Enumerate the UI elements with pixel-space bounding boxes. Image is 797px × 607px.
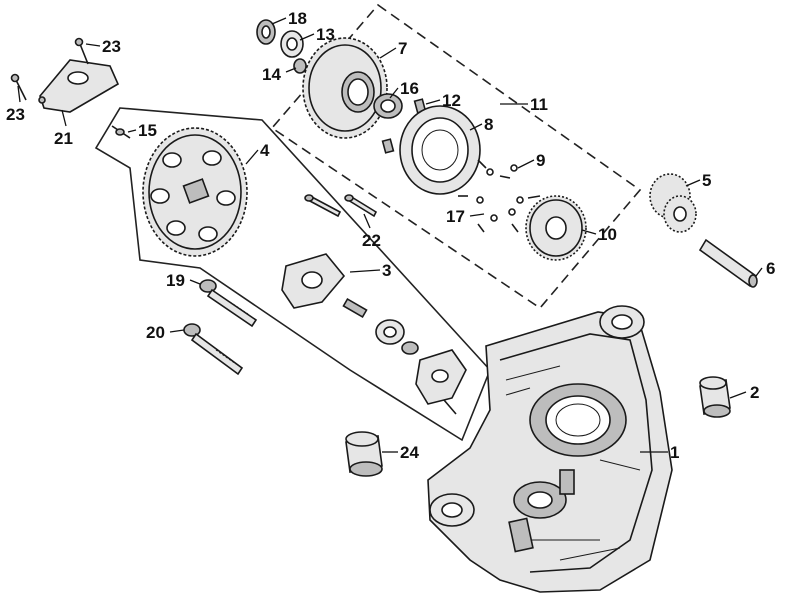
idle-gear-part-5 [649, 173, 697, 233]
callout-23-lower: 23 [6, 105, 25, 124]
callout-17: 17 [446, 207, 465, 226]
callout-2: 2 [750, 383, 759, 402]
callout-1: 1 [670, 443, 679, 462]
crankcase-part [427, 305, 673, 593]
oil-pump-drive-gear-part [142, 127, 248, 257]
callout-3: 3 [382, 261, 391, 280]
screw-part-23-upper [74, 37, 89, 65]
callout-labels: 1 2 3 4 5 6 7 8 9 10 11 12 13 14 15 16 1… [6, 9, 775, 462]
callout-11: 11 [530, 95, 548, 114]
callout-12: 12 [442, 91, 461, 110]
callout-8: 8 [484, 115, 493, 134]
callout-21: 21 [54, 129, 73, 148]
rollers-and-springs-part-9-17 [458, 159, 541, 233]
shaft-part-6 [698, 238, 758, 288]
bushing-part-2 [699, 376, 731, 418]
callout-6: 6 [766, 259, 775, 278]
callout-7: 7 [398, 39, 407, 58]
screw-part-23-lower [10, 73, 27, 101]
needle-bearing-part-16 [373, 93, 403, 119]
washer-part-14 [293, 58, 307, 74]
callout-19: 19 [166, 271, 185, 290]
bolt-part-19 [199, 279, 258, 328]
callout-18: 18 [288, 9, 307, 28]
cover-plate-part-21 [38, 59, 120, 113]
callout-23-upper: 23 [102, 37, 121, 56]
callout-13: 13 [316, 25, 335, 44]
callout-24: 24 [400, 443, 419, 462]
callout-16: 16 [400, 79, 419, 98]
bolts-part-22 [304, 194, 378, 218]
washer-part-18 [256, 19, 276, 45]
bolt-part-20 [183, 323, 244, 376]
clutch-gear-part-10 [525, 195, 587, 261]
leader-lines [17, 17, 763, 453]
callout-20: 20 [146, 323, 165, 342]
starter-clutch-outer-part-8 [399, 105, 481, 195]
pin-part-15 [111, 125, 131, 139]
callout-10: 10 [598, 225, 617, 244]
callout-22: 22 [362, 231, 381, 250]
callout-4: 4 [260, 141, 270, 160]
callout-9: 9 [536, 151, 545, 170]
bearing-part-13 [280, 30, 304, 58]
oil-pump-group-outline [94, 107, 491, 442]
callout-14: 14 [262, 65, 281, 84]
callout-5: 5 [702, 171, 711, 190]
callout-15: 15 [138, 121, 157, 140]
gear-part-7 [302, 37, 388, 139]
bushing-part-24 [345, 431, 383, 477]
oil-pump-part-3 [281, 253, 467, 415]
